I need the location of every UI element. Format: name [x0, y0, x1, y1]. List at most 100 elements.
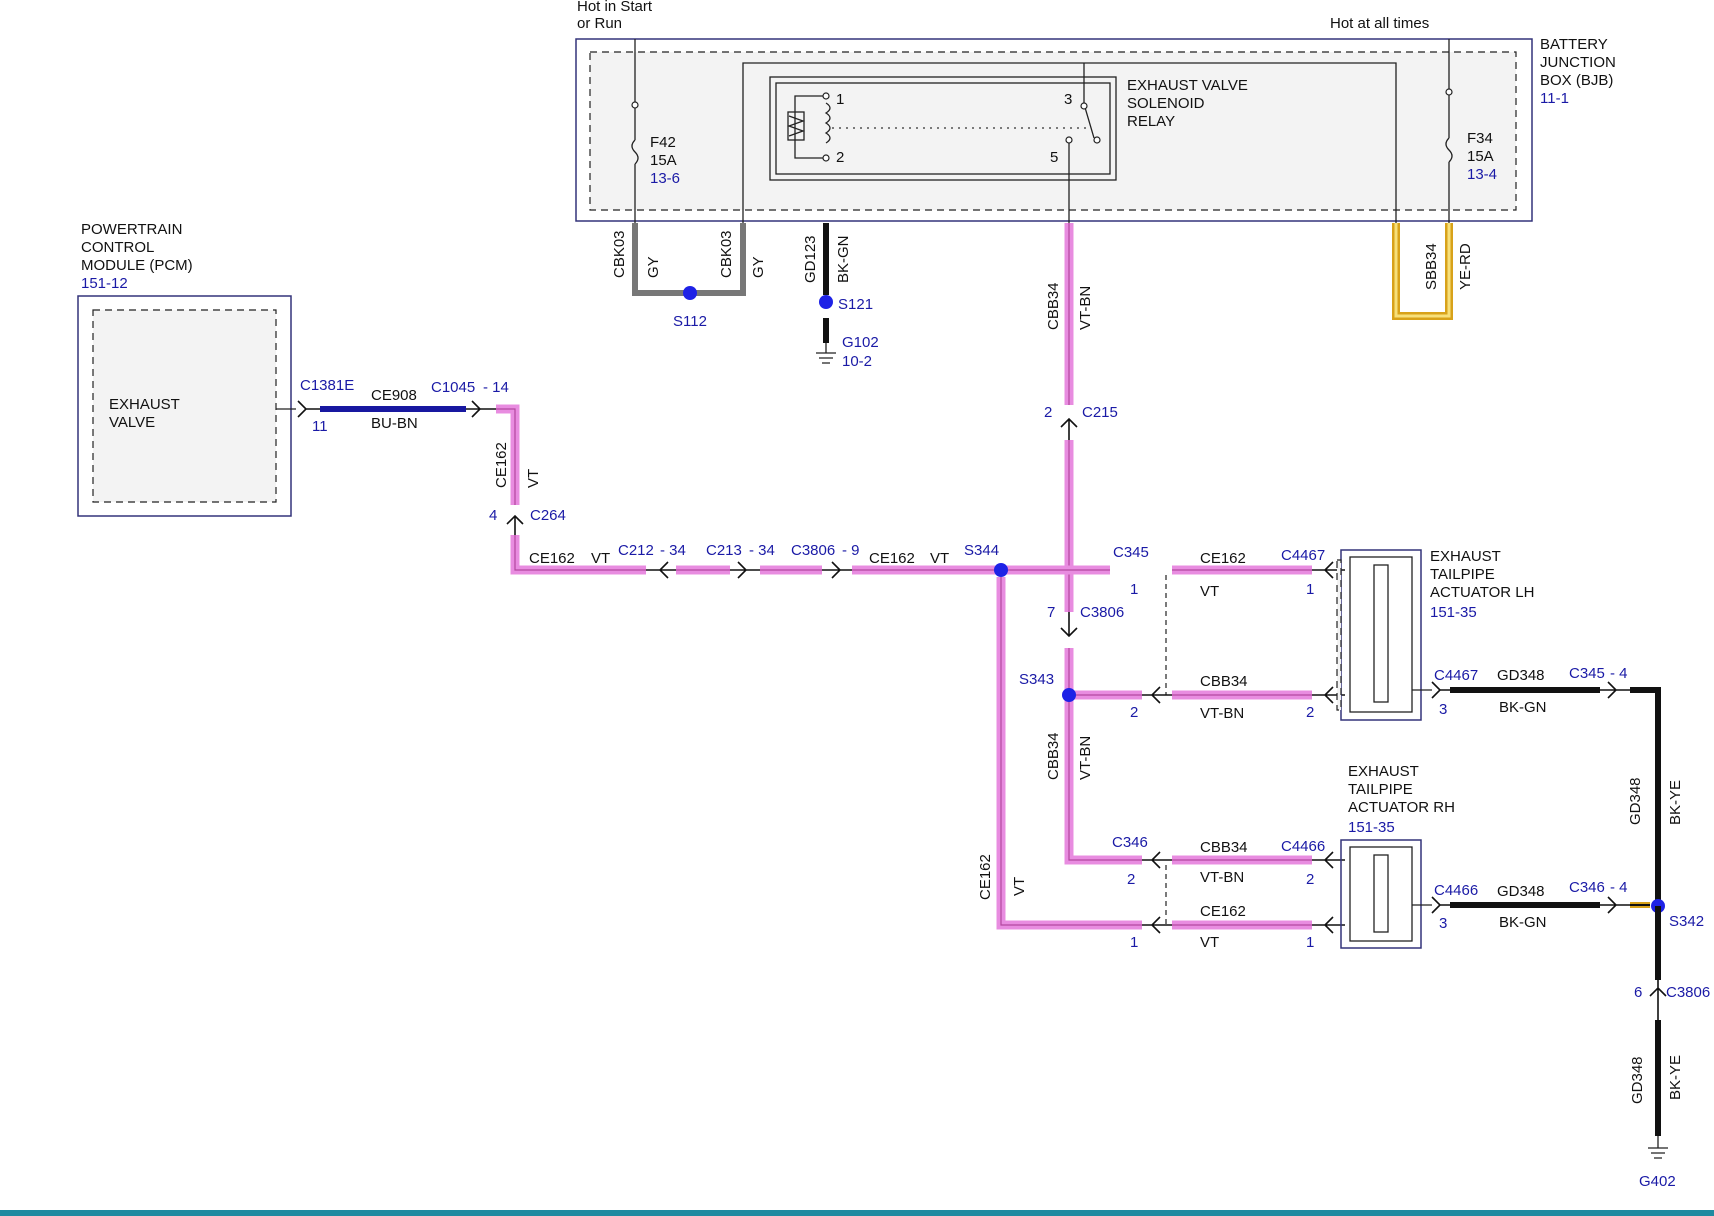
connector-c1381e-pin: 11 — [312, 418, 328, 435]
connector-c264-label: C264 — [530, 507, 566, 524]
wire-cbb34-label-rh: CBB34 — [1200, 839, 1248, 856]
wire-cbb34-label-top: CBB34 — [1045, 282, 1062, 330]
exhaust-valve-solenoid-relay: 1 2 3 5 EXHAUST VALVE SOLENOID RELAY — [742, 62, 1397, 224]
actuator-lh-name-3: ACTUATOR LH — [1430, 584, 1534, 601]
connector-c345-pin: 1 — [1130, 581, 1138, 598]
actuator-rh-ref: 151-35 — [1348, 819, 1395, 836]
relay-inner — [775, 82, 1111, 175]
wire-ce162-label-b: CE162 — [869, 550, 915, 567]
splice-s112 — [683, 286, 697, 300]
connector-c345-label: C345 — [1113, 544, 1149, 561]
ground-g402-icon — [1648, 1136, 1668, 1159]
splice-s121-label: S121 — [838, 296, 873, 313]
connector-c4466-icon-c — [1431, 896, 1450, 914]
actuator-lh-name-2: TAILPIPE — [1430, 566, 1495, 583]
wire-ce162-label-v: CE162 — [493, 442, 510, 488]
wire-bkye-label-v: BK-YE — [1667, 780, 1684, 825]
connector-c3806c-label: C3806 — [1666, 984, 1710, 1001]
wire-ce162-label-rh-v: CE162 — [977, 854, 994, 900]
fuse-f34-ref: 13-4 — [1467, 166, 1497, 183]
wire-bkgn-label-lh: BK-GN — [1499, 699, 1547, 716]
connector-c346c-label: C346 — [1569, 879, 1605, 896]
actuator-lh-outline — [1340, 549, 1422, 721]
connector-c3806-label: C3806 — [791, 542, 835, 559]
connector-c1381e-label: C1381E — [300, 377, 354, 394]
wire-cbk03-label-b: CBK03 — [718, 230, 735, 278]
wire-vt-label-rh: VT — [1200, 934, 1219, 951]
wire-vtbn-label-mid: VT-BN — [1077, 736, 1094, 780]
connector-c345c-icon — [1600, 681, 1630, 699]
wire-gd123: S121 GD123 BK-GN G102 10-2 — [802, 223, 879, 370]
wire-gd348-label-v: GD348 — [1627, 777, 1644, 825]
wire-cbb34-lh: 7 C3806 S343 2 CBB34 VT-BN 2 CBB34 VT-BN — [1019, 604, 1345, 865]
wire-cbb34-label-lh: CBB34 — [1200, 673, 1248, 690]
actuator-rh-name-2: TAILPIPE — [1348, 781, 1413, 798]
wire-ce162-label-a: CE162 — [529, 550, 575, 567]
connector-c4466-label-c: C4466 — [1434, 882, 1478, 899]
connector-c212-pin: - 34 — [660, 542, 686, 559]
wire-bkgn-label-rh: BK-GN — [1499, 914, 1547, 931]
splice-s344 — [994, 563, 1008, 577]
connector-c3806b-label: C3806 — [1080, 604, 1124, 621]
wire-ce908: C1381E 11 CE908 BU-BN C1045 - 14 — [276, 377, 509, 435]
wire-vt-label-rh-v: VT — [1011, 877, 1028, 896]
ground-g102-label: G102 — [842, 334, 879, 351]
bjb-outline — [575, 38, 1533, 222]
exhaust-tailpipe-actuator-lh: EXHAUST TAILPIPE ACTUATOR LH 151-35 — [1336, 548, 1534, 721]
wire-cbb34-top: CBB34 VT-BN 2 C215 — [1044, 223, 1118, 612]
connector-c1045-pin: - 14 — [483, 379, 509, 396]
wire-bkye-label-g: BK-YE — [1667, 1055, 1684, 1100]
wire-gd348-label-lh: GD348 — [1497, 667, 1545, 684]
connector-c4467-pin3: 3 — [1439, 701, 1447, 718]
footer-bar — [0, 1210, 1714, 1216]
connector-c1045-label: C1045 — [431, 379, 475, 396]
relay-name-2: SOLENOID — [1127, 95, 1205, 112]
connector-c3806-icon — [822, 561, 852, 579]
connector-c4466-pin2: 1 — [1306, 934, 1314, 951]
connector-c4466-icon-b — [1312, 916, 1345, 934]
connector-c4466-label-a: C4466 — [1281, 838, 1325, 855]
splice-s343-label: S343 — [1019, 671, 1054, 688]
wire-gy-label-a: GY — [645, 256, 662, 278]
connector-c345c-pin: - 4 — [1610, 665, 1628, 682]
relay-pin-1: 1 — [836, 91, 844, 108]
connector-c346c-icon — [1600, 896, 1630, 914]
wire-vt-label-b: VT — [930, 550, 949, 567]
fuse-f42-amps: 15A — [650, 152, 677, 169]
connector-c346-label: C346 — [1112, 834, 1148, 851]
pcm-inner-2: VALVE — [109, 414, 155, 431]
connector-c4466-icon-a — [1312, 851, 1345, 869]
hot-start-label-1: Hot in Start — [577, 0, 653, 15]
pcm-outline — [77, 295, 292, 517]
hot-start-label-2: or Run — [577, 15, 622, 32]
pcm-name-3: MODULE (PCM) — [81, 257, 193, 274]
connector-c346-pin2: 1 — [1130, 934, 1138, 951]
wire-ce162-label-lh: CE162 — [1200, 550, 1246, 567]
fuse-f42-ref: 13-6 — [650, 170, 680, 187]
relay-pin-5: 5 — [1050, 149, 1058, 166]
pcm-inner-1: EXHAUST — [109, 396, 180, 413]
connector-c3806c-icon — [1649, 980, 1667, 1020]
relay-pin-2: 2 — [836, 149, 844, 166]
pcm-ref: 151-12 — [81, 275, 128, 292]
connector-c4467-label-c: C4467 — [1434, 667, 1478, 684]
connector-c212-label: C212 — [618, 542, 654, 559]
actuator-rh-name-1: EXHAUST — [1348, 763, 1419, 780]
wire-cbb34-rh: C346 2 CBB34 VT-BN C4466 2 — [1112, 834, 1345, 925]
wire-vtbn-label-rh: VT-BN — [1200, 869, 1244, 886]
connector-c345b-icon — [1142, 686, 1172, 704]
connector-c346b-icon — [1142, 916, 1172, 934]
powertrain-control-module: POWERTRAIN CONTROL MODULE (PCM) 151-12 E… — [77, 221, 292, 517]
wire-cbk03-label-a: CBK03 — [611, 230, 628, 278]
wire-bubn-label: BU-BN — [371, 415, 418, 432]
wire-vt-label-lh: VT — [1200, 583, 1219, 600]
wire-gd348-ground: 6 C3806 GD348 BK-YE G402 — [1629, 906, 1710, 1190]
fuse-f34: F34 15A 13-4 — [1445, 39, 1497, 224]
connector-c215-pin: 2 — [1044, 404, 1052, 421]
connector-c3806b-icon — [1060, 612, 1078, 638]
wire-cbb34-label-mid: CBB34 — [1045, 732, 1062, 780]
connector-c4467-pin1: 1 — [1306, 581, 1314, 598]
splice-s121 — [819, 295, 833, 309]
connector-c215-icon — [1060, 417, 1078, 440]
connector-c346-pin: 2 — [1127, 871, 1135, 888]
